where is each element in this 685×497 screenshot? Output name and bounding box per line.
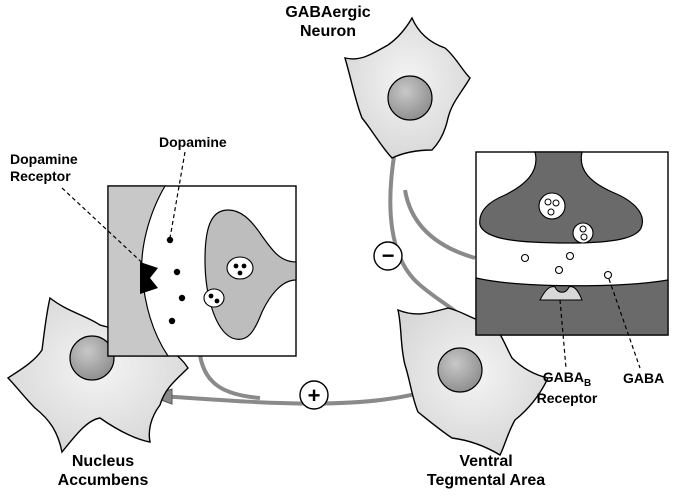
dopamine-vesicle [226, 256, 254, 280]
dopamine-receptor-label: Dopamine Receptor [10, 151, 78, 185]
gabab-receptor-label-line2: Receptor [536, 389, 598, 406]
inhibitory-sign: − [382, 243, 395, 268]
gaba-neuron-label-line1: GABAergic [285, 4, 371, 21]
gabab-receptor-label: GABAB Receptor [527, 369, 607, 407]
vta-label: Ventral Tegmental Area [416, 452, 556, 490]
nucleus-accumbens-label-line1: Nucleus [71, 453, 135, 470]
dopamine-molecule [166, 236, 174, 244]
gaba-neuron-label-line2: Neuron [300, 23, 356, 41]
dopamine-molecule [173, 268, 181, 276]
gaba-vesicle-fusing [572, 222, 594, 244]
gabab-receptor-shape [539, 286, 583, 301]
dopamine-vesicle-fusing [203, 288, 225, 308]
excitatory-sign: + [308, 383, 321, 408]
accumbens-nucleus [69, 335, 115, 381]
dopamine-receptor-label-line2: Receptor [10, 167, 71, 184]
dopamine-molecule [168, 317, 176, 325]
gaba-molecule [554, 265, 564, 275]
gaba-leader-line [608, 278, 641, 369]
gabab-leader-line [559, 299, 567, 369]
gaba-axon [388, 149, 462, 317]
gaba-nucleus [387, 75, 433, 121]
gabab-base-text: GABA [542, 369, 584, 385]
nucleus-accumbens-label-line2: Accumbens [57, 472, 149, 490]
vta-label-line2: Tegmental Area [426, 472, 546, 490]
dopamine-molecule [178, 294, 186, 302]
inhibitory-sign-circle [373, 241, 403, 271]
gaba-vesicle [538, 192, 566, 220]
gaba-label: GABA [623, 370, 665, 386]
gabab-receptor-label-line1: GABAB [527, 369, 607, 390]
dopamine-receptor-leader-line [61, 187, 151, 271]
gaba-neuron-label: GABAergic Neuron [268, 3, 388, 41]
vta-axon-branch [198, 354, 261, 400]
dopamine-leader-line [169, 151, 186, 239]
gaba-synapse-inset [475, 151, 669, 336]
gaba-axon-branch [403, 189, 476, 260]
dopamine-receptor-label-line1: Dopamine [10, 151, 78, 167]
vta-axon [159, 388, 431, 406]
excitatory-sign-circle [299, 380, 329, 410]
nucleus-accumbens-label: Nucleus Accumbens [48, 452, 158, 490]
dopamine-receptor-shape [140, 262, 158, 294]
gaba-molecule [520, 253, 530, 263]
vta-nucleus [437, 347, 483, 393]
dopamine-synapse-inset [107, 185, 297, 357]
vta-membrane [475, 277, 669, 336]
gaba-molecule [565, 251, 575, 261]
gaba-molecule [603, 270, 613, 280]
vta-label-line1: Ventral [459, 453, 513, 470]
dopamine-label: Dopamine [159, 134, 227, 150]
gabab-subscript: B [584, 377, 592, 389]
